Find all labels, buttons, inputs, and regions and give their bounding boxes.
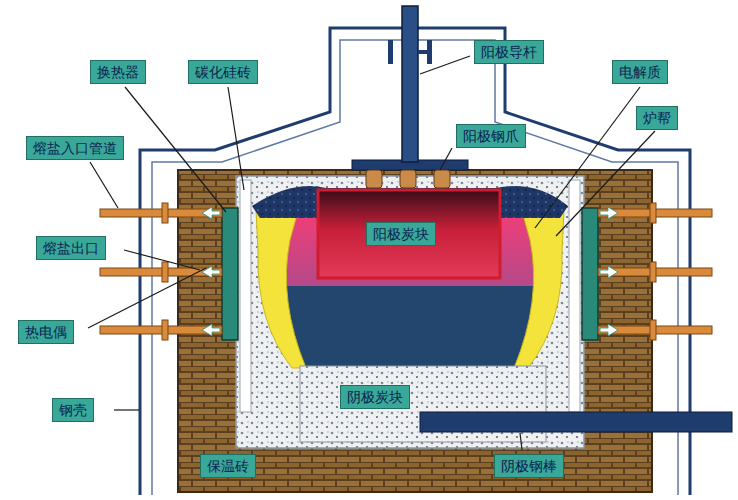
label-box: 碳化硅砖 [188,60,258,84]
heat-exchanger [222,208,238,340]
label-box: 阳极导杆 [474,40,544,64]
cathode-bar [420,412,732,432]
insulation-brick [178,170,652,492]
part-label: 阴极炭块 [347,388,403,406]
part-label: 碳化硅砖 [195,63,251,81]
ledge [256,204,306,368]
label-box: 电解质 [612,60,668,84]
label-box: 阴极钢棒 [494,454,564,478]
leader-lines [88,56,655,450]
label-box: 阳极炭块 [366,222,436,246]
label-box: 换热器 [90,60,146,84]
part-label: 阳极钢爪 [463,127,519,145]
label-box: 阴极炭块 [340,385,410,409]
heat-exchanger [582,208,598,340]
part-label: 阴极钢棒 [501,457,557,475]
part-label: 电解质 [619,63,661,81]
sic-brick [240,180,251,412]
part-label: 熔盐出口 [43,239,99,257]
anode-claw [434,170,450,188]
part-label: 换热器 [97,63,139,81]
label-box: 炉帮 [636,106,678,130]
label-box: 熔盐出口 [36,236,106,260]
rod-clamp [418,50,428,54]
part-label: 熔盐入口管道 [33,139,117,157]
part-label: 热电偶 [25,323,67,341]
rod-clamp [388,40,393,64]
anode-claw [400,170,416,188]
ledge [514,204,564,368]
side-ramming [236,176,584,448]
part-label: 阳极炭块 [373,225,429,243]
anode-block [318,190,500,278]
anode-claw [366,170,382,188]
part-label: 炉帮 [643,109,671,127]
label-box: 熔盐入口管道 [26,136,124,160]
part-label: 保温砖 [207,457,249,475]
label-box: 热电偶 [18,320,74,344]
label-box: 钢壳 [52,398,94,422]
sic-brick [569,180,580,412]
label-box: 保温砖 [200,454,256,478]
label-box: 阳极钢爪 [456,124,526,148]
anode-rod [402,6,418,162]
part-label: 钢壳 [59,401,87,419]
part-label: 阳极导杆 [481,43,537,61]
aluminium-pad [273,286,547,366]
